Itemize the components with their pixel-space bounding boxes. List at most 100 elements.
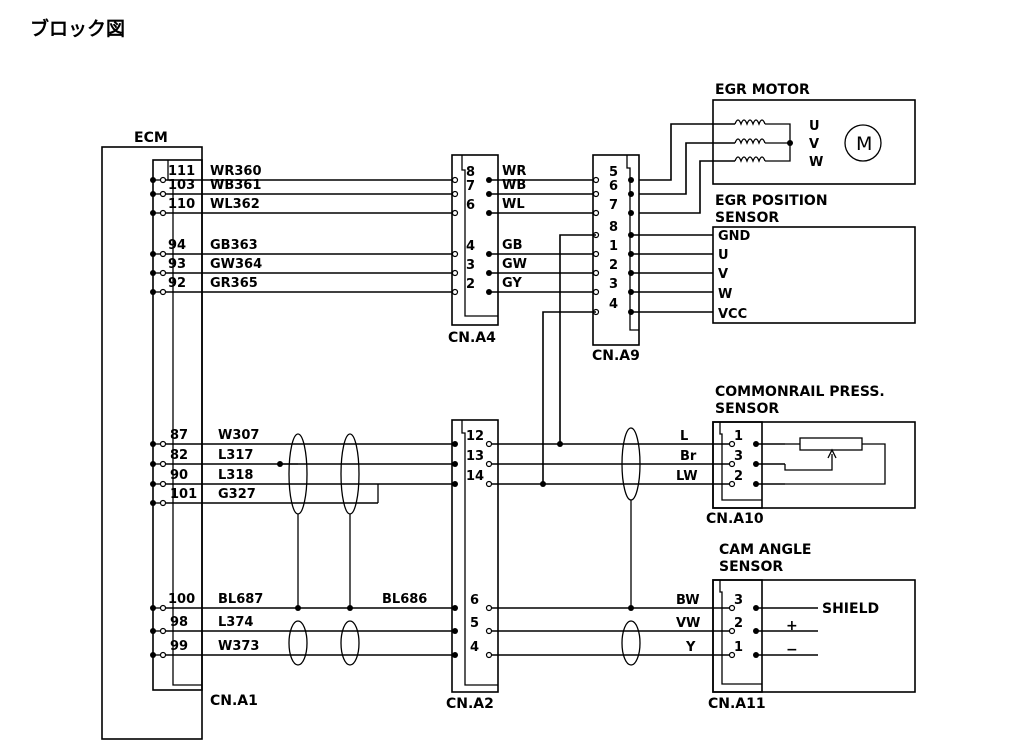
svg-text:110: 110 [168,197,195,212]
svg-text:4: 4 [470,640,479,655]
cn-a2-connector [451,419,499,693]
egr-motor-label: EGR MOTOR [715,82,810,98]
wire-label: WB361 [210,178,261,193]
wire-label: G327 [218,487,256,502]
svg-text:GB: GB [502,238,523,253]
ecm-pin-94: 94 GB363 [150,238,452,258]
wire-label-bw: BW [676,593,700,608]
page-title: ブロック図 [30,18,126,40]
sensor-pin-u: U [718,248,729,263]
commonrail-sensor-label-1: COMMONRAIL PRESS. [715,384,885,400]
phase-w-label: W [809,155,823,170]
svg-text:94: 94 [168,238,186,253]
svg-text:3: 3 [466,258,475,273]
cn-a10-label: CN.A10 [706,511,764,527]
ecm-pin-92: 92 GR365 [150,276,452,296]
cn-a11-pins: 3 2 1 [728,593,759,659]
cn-a4-to-a9-wires: WR WB WL GB GW GY [489,164,596,293]
commonrail-sensor-label-2: SENSOR [715,401,779,417]
svg-text:2: 2 [734,616,743,631]
svg-text:12: 12 [466,429,484,444]
wire-label: GW364 [210,257,262,272]
shield-loops-left [277,433,379,666]
egr-sensor-label-1: EGR POSITION [715,193,828,209]
svg-text:6: 6 [609,179,618,194]
svg-text:101: 101 [170,487,197,502]
coil-icon [734,119,766,163]
svg-text:GY: GY [502,276,522,291]
svg-text:1: 1 [734,429,743,444]
sensor-pin-gnd: GND [718,229,751,244]
cn-a2-label: CN.A2 [446,696,494,712]
svg-text:8: 8 [466,165,475,180]
cam-sensor-internal-wires [756,607,818,656]
svg-text:13: 13 [466,449,484,464]
wire-label-l: L [680,429,688,444]
svg-text:GW: GW [502,257,527,272]
svg-text:7: 7 [609,198,618,213]
minus-label: − [786,642,798,658]
svg-text:WL: WL [502,197,525,212]
ecm-label: ECM [134,130,168,146]
ecm-pin-98: 98 L374 [150,615,452,635]
ecm-pin-82: 82 L317 [150,448,452,468]
ecm-pin-111: 111 WR360 [150,164,452,184]
cn-a2-right-wiring [492,234,732,666]
sensor-pin-vcc: VCC [718,307,747,322]
cn-a11-connector [712,579,763,693]
wire-label: GB363 [210,238,258,253]
cn-a9-connector [592,154,640,346]
svg-text:3: 3 [609,277,618,292]
ecm-pin-87: 87 W307 [150,428,452,448]
svg-text:82: 82 [170,448,188,463]
svg-text:7: 7 [466,179,475,194]
wire-label: BL687 [218,592,263,607]
svg-text:90: 90 [170,468,188,483]
potentiometer-icon [756,437,886,485]
phase-u-label: U [809,119,820,134]
phase-v-label: V [809,137,819,152]
wire-label-vw: VW [676,616,700,631]
cn-a10-pins: 1 3 2 [728,429,759,488]
wire-label: WL362 [210,197,260,212]
ecm-pin-103: 103 WB361 [150,178,452,198]
wire-label-y: Y [685,640,696,655]
svg-text:WB: WB [502,178,526,193]
egr-motor-box [712,99,916,185]
sensor-pin-v: V [718,267,728,282]
svg-text:111: 111 [168,164,195,179]
cn-a4-connector [451,154,499,326]
svg-text:103: 103 [168,178,195,193]
svg-text:8: 8 [609,220,618,235]
wire-label-lw: LW [676,469,698,484]
cn-a11-label: CN.A11 [708,696,766,712]
ecm-pin-99: 99 W373 [150,639,452,659]
wire-label: L318 [218,468,253,483]
wire-label-br: Br [680,449,697,464]
svg-text:2: 2 [734,469,743,484]
cn-a1-label: CN.A1 [210,693,258,709]
svg-text:92: 92 [168,276,186,291]
svg-text:14: 14 [466,469,484,484]
egr-position-sensor-box [712,226,916,324]
svg-text:4: 4 [466,239,475,254]
svg-text:5: 5 [470,616,479,631]
svg-text:WR: WR [502,164,526,179]
sensor-pin-w: W [718,287,732,302]
cn-a9-label: CN.A9 [592,348,640,364]
svg-text:5: 5 [609,165,618,180]
cam-sensor-label-2: SENSOR [719,559,783,575]
cn-a4-label: CN.A4 [448,330,496,346]
egr-sensor-label-2: SENSOR [715,210,779,226]
ecm-pin-110: 110 WL362 [150,197,452,217]
ecm-pin-101: 101 G327 [150,487,378,507]
svg-text:3: 3 [734,449,743,464]
ecm-connector-body [152,159,203,691]
ecm-pin-90: 90 L318 [150,468,452,488]
cn-a4-pins: 8 7 6 4 3 2 [451,165,492,296]
egr-motor-wiring [639,123,793,214]
plus-label: + [786,618,798,634]
svg-text:2: 2 [609,258,618,273]
svg-text:6: 6 [466,198,475,213]
